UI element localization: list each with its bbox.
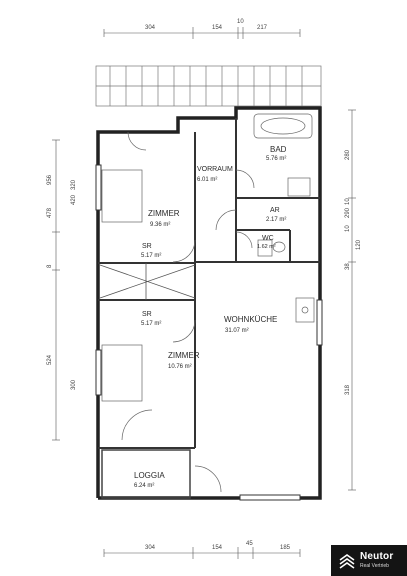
terrace-grid [95, 65, 322, 107]
room-sr1-area: 5.17 m² [141, 253, 161, 259]
dim-right-7: 318 [345, 384, 351, 395]
left-dimension-line [52, 139, 60, 441]
dim-right-1: 280 [345, 149, 351, 160]
dim-left-5: 8 [47, 264, 53, 268]
dim-bottom-4: 185 [280, 545, 291, 551]
room-zimmer2-name: ZIMMER [168, 351, 200, 360]
room-ar-area: 2.17 m² [266, 217, 286, 223]
dim-right-5: 120 [356, 239, 362, 250]
interior-walls [98, 118, 320, 449]
dim-left-1: 956 [47, 174, 53, 185]
room-wc-name: WC [262, 235, 274, 242]
dim-left-7: 300 [71, 379, 77, 390]
dim-bottom-1: 304 [145, 545, 156, 551]
brand-name: Neutor [360, 551, 394, 562]
dim-right-6: 38 [345, 263, 351, 270]
room-vorraum-name: VORRAUM [197, 166, 233, 173]
room-bad-name: BAD [270, 145, 287, 154]
room-loggia-name: LOGGIA [134, 471, 165, 480]
door-swings [121, 131, 255, 493]
dim-top-4: 217 [257, 25, 268, 31]
dim-bottom-2: 154 [212, 545, 223, 551]
room-zimmer1-name: ZIMMER [148, 209, 180, 218]
dim-left-3: 478 [47, 207, 53, 218]
dim-bottom-3: 45 [246, 541, 253, 547]
dim-top-2: 154 [212, 25, 223, 31]
room-vorraum-area: 6.01 m² [197, 177, 217, 183]
top-dimension-line [103, 27, 301, 39]
room-sr1-name: SR [142, 243, 152, 250]
dim-left-2: 320 [71, 179, 77, 190]
dim-left-4: 420 [71, 194, 77, 205]
room-bad-area: 5.76 m² [266, 156, 286, 162]
room-wc-area: 1.62 m² [257, 244, 276, 250]
neutor-logo-icon [339, 553, 355, 569]
dim-left-6: 524 [47, 354, 53, 365]
windows [95, 164, 323, 501]
dim-top-3: 10 [237, 19, 244, 25]
room-ar-name: AR [270, 207, 280, 214]
room-wohnkueche-area: 31.07 m² [225, 328, 249, 334]
dim-right-3: 290 [345, 207, 351, 218]
right-dimension-line [348, 109, 356, 491]
room-loggia-area: 6.24 m² [134, 483, 154, 489]
room-zimmer2-area: 10.76 m² [168, 364, 192, 370]
room-sr2-name: SR [142, 311, 152, 318]
brand-logo: Neutor Real Vertrieb [331, 545, 407, 576]
loggia-border [101, 449, 191, 499]
dim-right-4: 10 [345, 225, 351, 232]
room-wohnkueche-name: WOHNKÜCHE [224, 315, 277, 324]
furniture [101, 113, 315, 402]
dim-top-1: 304 [145, 25, 156, 31]
wardrobe-hatch [99, 263, 196, 300]
room-zimmer1-area: 9.36 m² [150, 222, 170, 228]
brand-subtitle: Real Vertrieb [360, 563, 389, 569]
room-sr2-area: 5.17 m² [141, 321, 161, 327]
dim-right-2: 10 [345, 198, 351, 205]
bottom-dimension-line [103, 547, 301, 559]
